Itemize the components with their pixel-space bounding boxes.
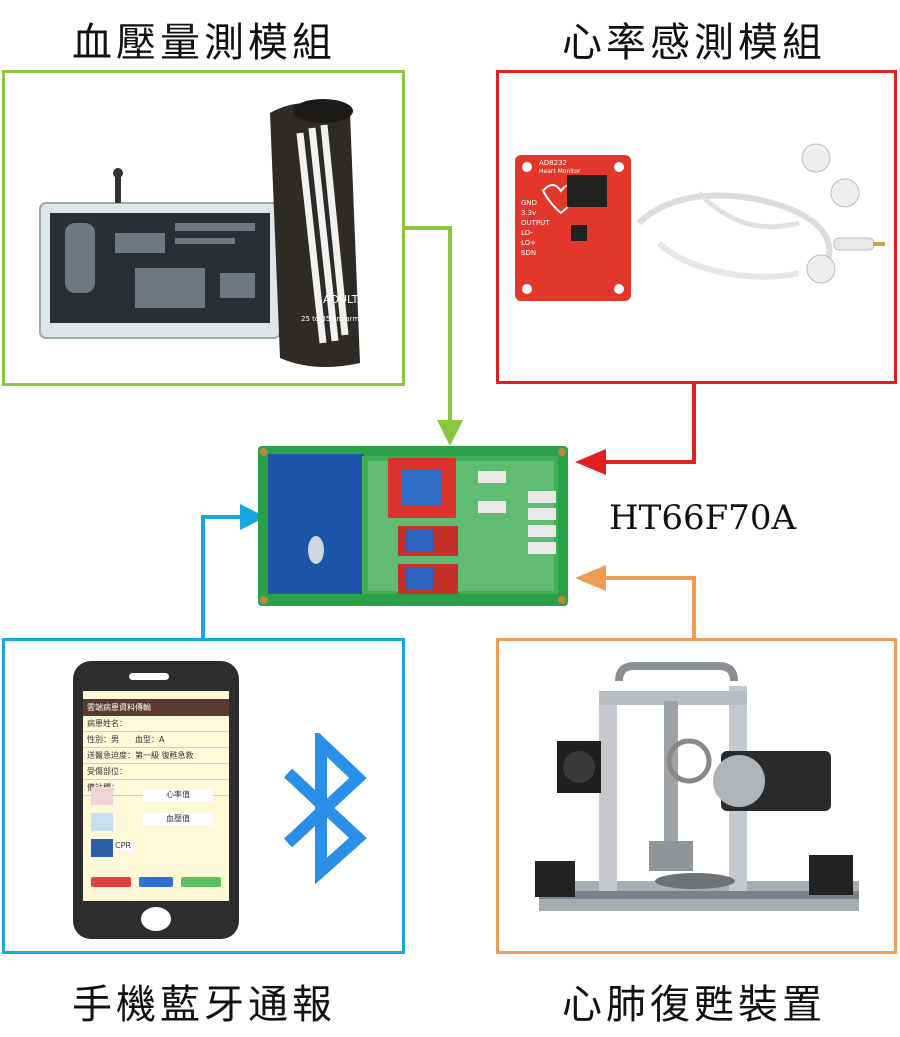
app-cpr-icon — [91, 839, 113, 857]
heart-rate-module-box: AD8232 Heart Monitor GND 3.3v OUTPUT LO-… — [496, 70, 897, 384]
app-row-2: 送醫急迫度：第一級 復甦急救 — [83, 748, 229, 764]
app-blue-button[interactable] — [139, 877, 173, 887]
phone-screen: 雲端病患資料傳輸 病患姓名： 性別：男 血型：A 送醫急迫度：第一級 復甦急救 … — [83, 691, 229, 901]
title-phone-bluetooth-alert: 手機藍牙通報 — [72, 982, 336, 1028]
app-row-1: 性別：男 血型：A — [83, 732, 229, 748]
arrow-blood-pressure-to-board — [405, 226, 452, 428]
app-blood-pressure-button[interactable]: 血壓值 — [143, 813, 213, 825]
title-heart-rate-module: 心率感測模組 — [562, 20, 826, 66]
app-title-bar: 雲端病患資料傳輸 — [83, 699, 229, 716]
phone-home-button — [141, 907, 171, 931]
cpr-device-photo — [535, 662, 859, 911]
app-row-0: 病患姓名： — [83, 716, 229, 732]
arrowhead-green — [437, 420, 463, 446]
app-red-button[interactable] — [91, 877, 131, 887]
cuff-size-subtext: 25 to 35 cm arm circ. — [301, 315, 376, 323]
arrow-heart-rate-to-board — [600, 383, 696, 464]
sensor-pin-3: LO- — [521, 229, 533, 237]
controller-board — [258, 446, 568, 606]
phone-speaker — [129, 673, 169, 680]
arrowhead-orange — [575, 565, 606, 591]
arrow-cpr-to-board — [600, 576, 696, 640]
sensor-pin-1: 3.3v — [521, 209, 536, 217]
sensor-pin-0: GND — [521, 199, 537, 207]
bluetooth-icon — [283, 733, 367, 885]
title-cpr-device: 心肺復甦裝置 — [562, 982, 826, 1028]
heart-rate-module-photo: AD8232 Heart Monitor GND 3.3v OUTPUT LO-… — [515, 143, 885, 301]
blood-pressure-module-box: ADULT SIZE 25 to 35 cm arm circ. — [2, 70, 405, 386]
sensor-board-name: AD8232 — [539, 159, 567, 167]
app-green-button[interactable] — [181, 877, 221, 887]
phone-bluetooth-box: 雲端病患資料傳輸 病患姓名： 性別：男 血型：A 送醫急迫度：第一級 復甦急救 … — [2, 638, 405, 954]
arrow-phone-to-board — [201, 515, 245, 640]
blood-pressure-module-photo: ADULT SIZE 25 to 35 cm arm circ. — [39, 99, 387, 367]
arrowhead-blue — [240, 504, 266, 530]
app-heart-rate-button[interactable]: 心率值 — [143, 789, 213, 801]
app-heart-icon — [91, 787, 113, 805]
title-blood-pressure-module: 血壓量測模組 — [72, 20, 336, 66]
controller-model-label: HT66F70A — [609, 498, 796, 538]
smartphone: 雲端病患資料傳輸 病患姓名： 性別：男 血型：A 送醫急迫度：第一級 復甦急救 … — [73, 661, 239, 939]
app-row-3: 受傷部位： — [83, 764, 229, 780]
app-cpr-button[interactable]: CPR — [113, 841, 133, 851]
sensor-board-subtitle: Heart Monitor — [539, 168, 581, 175]
app-pulse-icon — [91, 813, 113, 831]
cuff-size-text: ADULT SIZE — [323, 293, 387, 306]
sensor-pin-5: SDN — [521, 249, 536, 257]
sensor-pin-4: LO+ — [521, 239, 536, 247]
sensor-pin-2: OUTPUT — [521, 219, 550, 227]
cpr-device-box — [496, 638, 897, 954]
arrowhead-red — [575, 449, 606, 475]
